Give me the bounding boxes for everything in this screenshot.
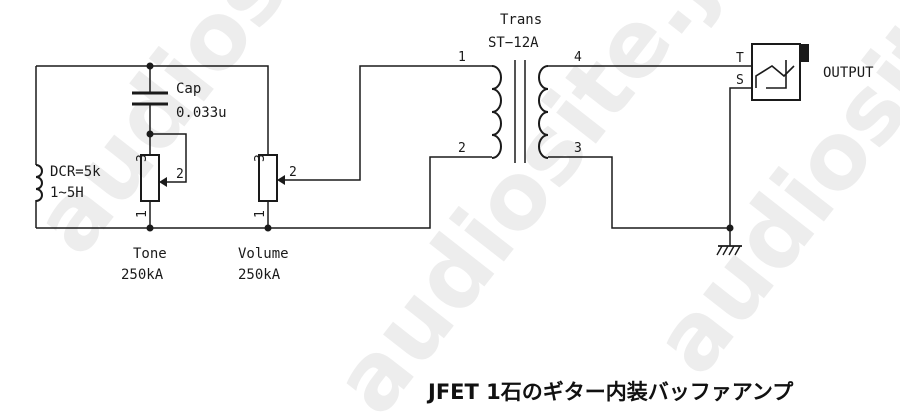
wire-volume-wiper	[282, 65, 492, 181]
wire-tone-wiper	[150, 133, 187, 183]
transformer-pin1-label: 1	[458, 50, 466, 65]
coil: DCR=5k 1~5H	[35, 164, 101, 202]
jack-plug-tab	[800, 44, 809, 62]
transformer-pin2-label: 2	[458, 141, 466, 156]
jack-body	[751, 43, 801, 101]
jack-sleeve-label: S	[736, 73, 744, 88]
transformer: Trans ST−12A 1 2 4 3	[458, 12, 582, 163]
coil-dcr-label: DCR=5k	[50, 164, 101, 180]
volume-pin3-label: 3	[253, 154, 268, 162]
wire-bottom-rail	[36, 156, 492, 229]
junction-dot	[146, 224, 154, 232]
volume-name-label: Volume	[238, 246, 289, 262]
jack-tip-label: T	[736, 51, 744, 66]
output-label: OUTPUT	[823, 65, 874, 81]
tone-pin3-label: 3	[135, 154, 150, 162]
tone-pot-wiper-arrow	[159, 177, 167, 187]
junctions	[146, 62, 734, 232]
cap-value-label: 0.033u	[176, 105, 227, 121]
volume-value-label: 250kA	[238, 267, 281, 283]
transformer-secondary-coil	[538, 65, 549, 159]
volume-pot-wiper-arrow	[277, 175, 285, 185]
coil-symbol	[35, 164, 43, 202]
transformer-name-label: Trans	[500, 12, 542, 28]
jack-sleeve-contact	[766, 60, 787, 89]
watermark-text-1: audiosite.jp	[13, 0, 475, 274]
capacitor: Cap 0.033u	[132, 81, 227, 121]
junction-dot	[146, 130, 154, 138]
volume-pot-body	[258, 154, 278, 202]
volume-pin1-label: 1	[253, 210, 268, 218]
output-jack: T S OUTPUT	[736, 43, 874, 101]
transformer-primary-coil	[491, 65, 502, 159]
transformer-pin3-label: 3	[574, 141, 582, 156]
transformer-pin4-label: 4	[574, 50, 582, 65]
ground-symbol	[716, 245, 742, 256]
transformer-model-label: ST−12A	[488, 35, 539, 51]
cap-name-label: Cap	[176, 81, 201, 97]
volume-pot: 3 1 2 Volume 250kA	[238, 154, 297, 283]
wire-top-rail	[36, 65, 269, 155]
tone-pot-body	[140, 154, 160, 202]
junction-dot	[146, 62, 154, 70]
junction-dot	[264, 224, 272, 232]
ground-hatch	[716, 245, 741, 256]
tone-pin2-label: 2	[176, 167, 184, 182]
tone-pot: 3 1 2 Tone 250kA	[121, 154, 184, 283]
page-title: JFET 1石のギター内装バッファアンプ	[426, 380, 794, 404]
wire-secondary-bottom	[548, 156, 730, 229]
tone-pin1-label: 1	[135, 210, 150, 218]
volume-pin2-label: 2	[289, 165, 297, 180]
tone-name-label: Tone	[133, 246, 167, 262]
wires	[35, 65, 752, 246]
tone-value-label: 250kA	[121, 267, 164, 283]
junction-dot	[726, 224, 734, 232]
jack-tip-contact	[755, 65, 795, 88]
coil-inductance-label: 1~5H	[50, 185, 84, 201]
watermark: audiosite.jp audiosite.jp audiosite.jp	[13, 0, 900, 420]
wire-sleeve	[729, 87, 752, 246]
